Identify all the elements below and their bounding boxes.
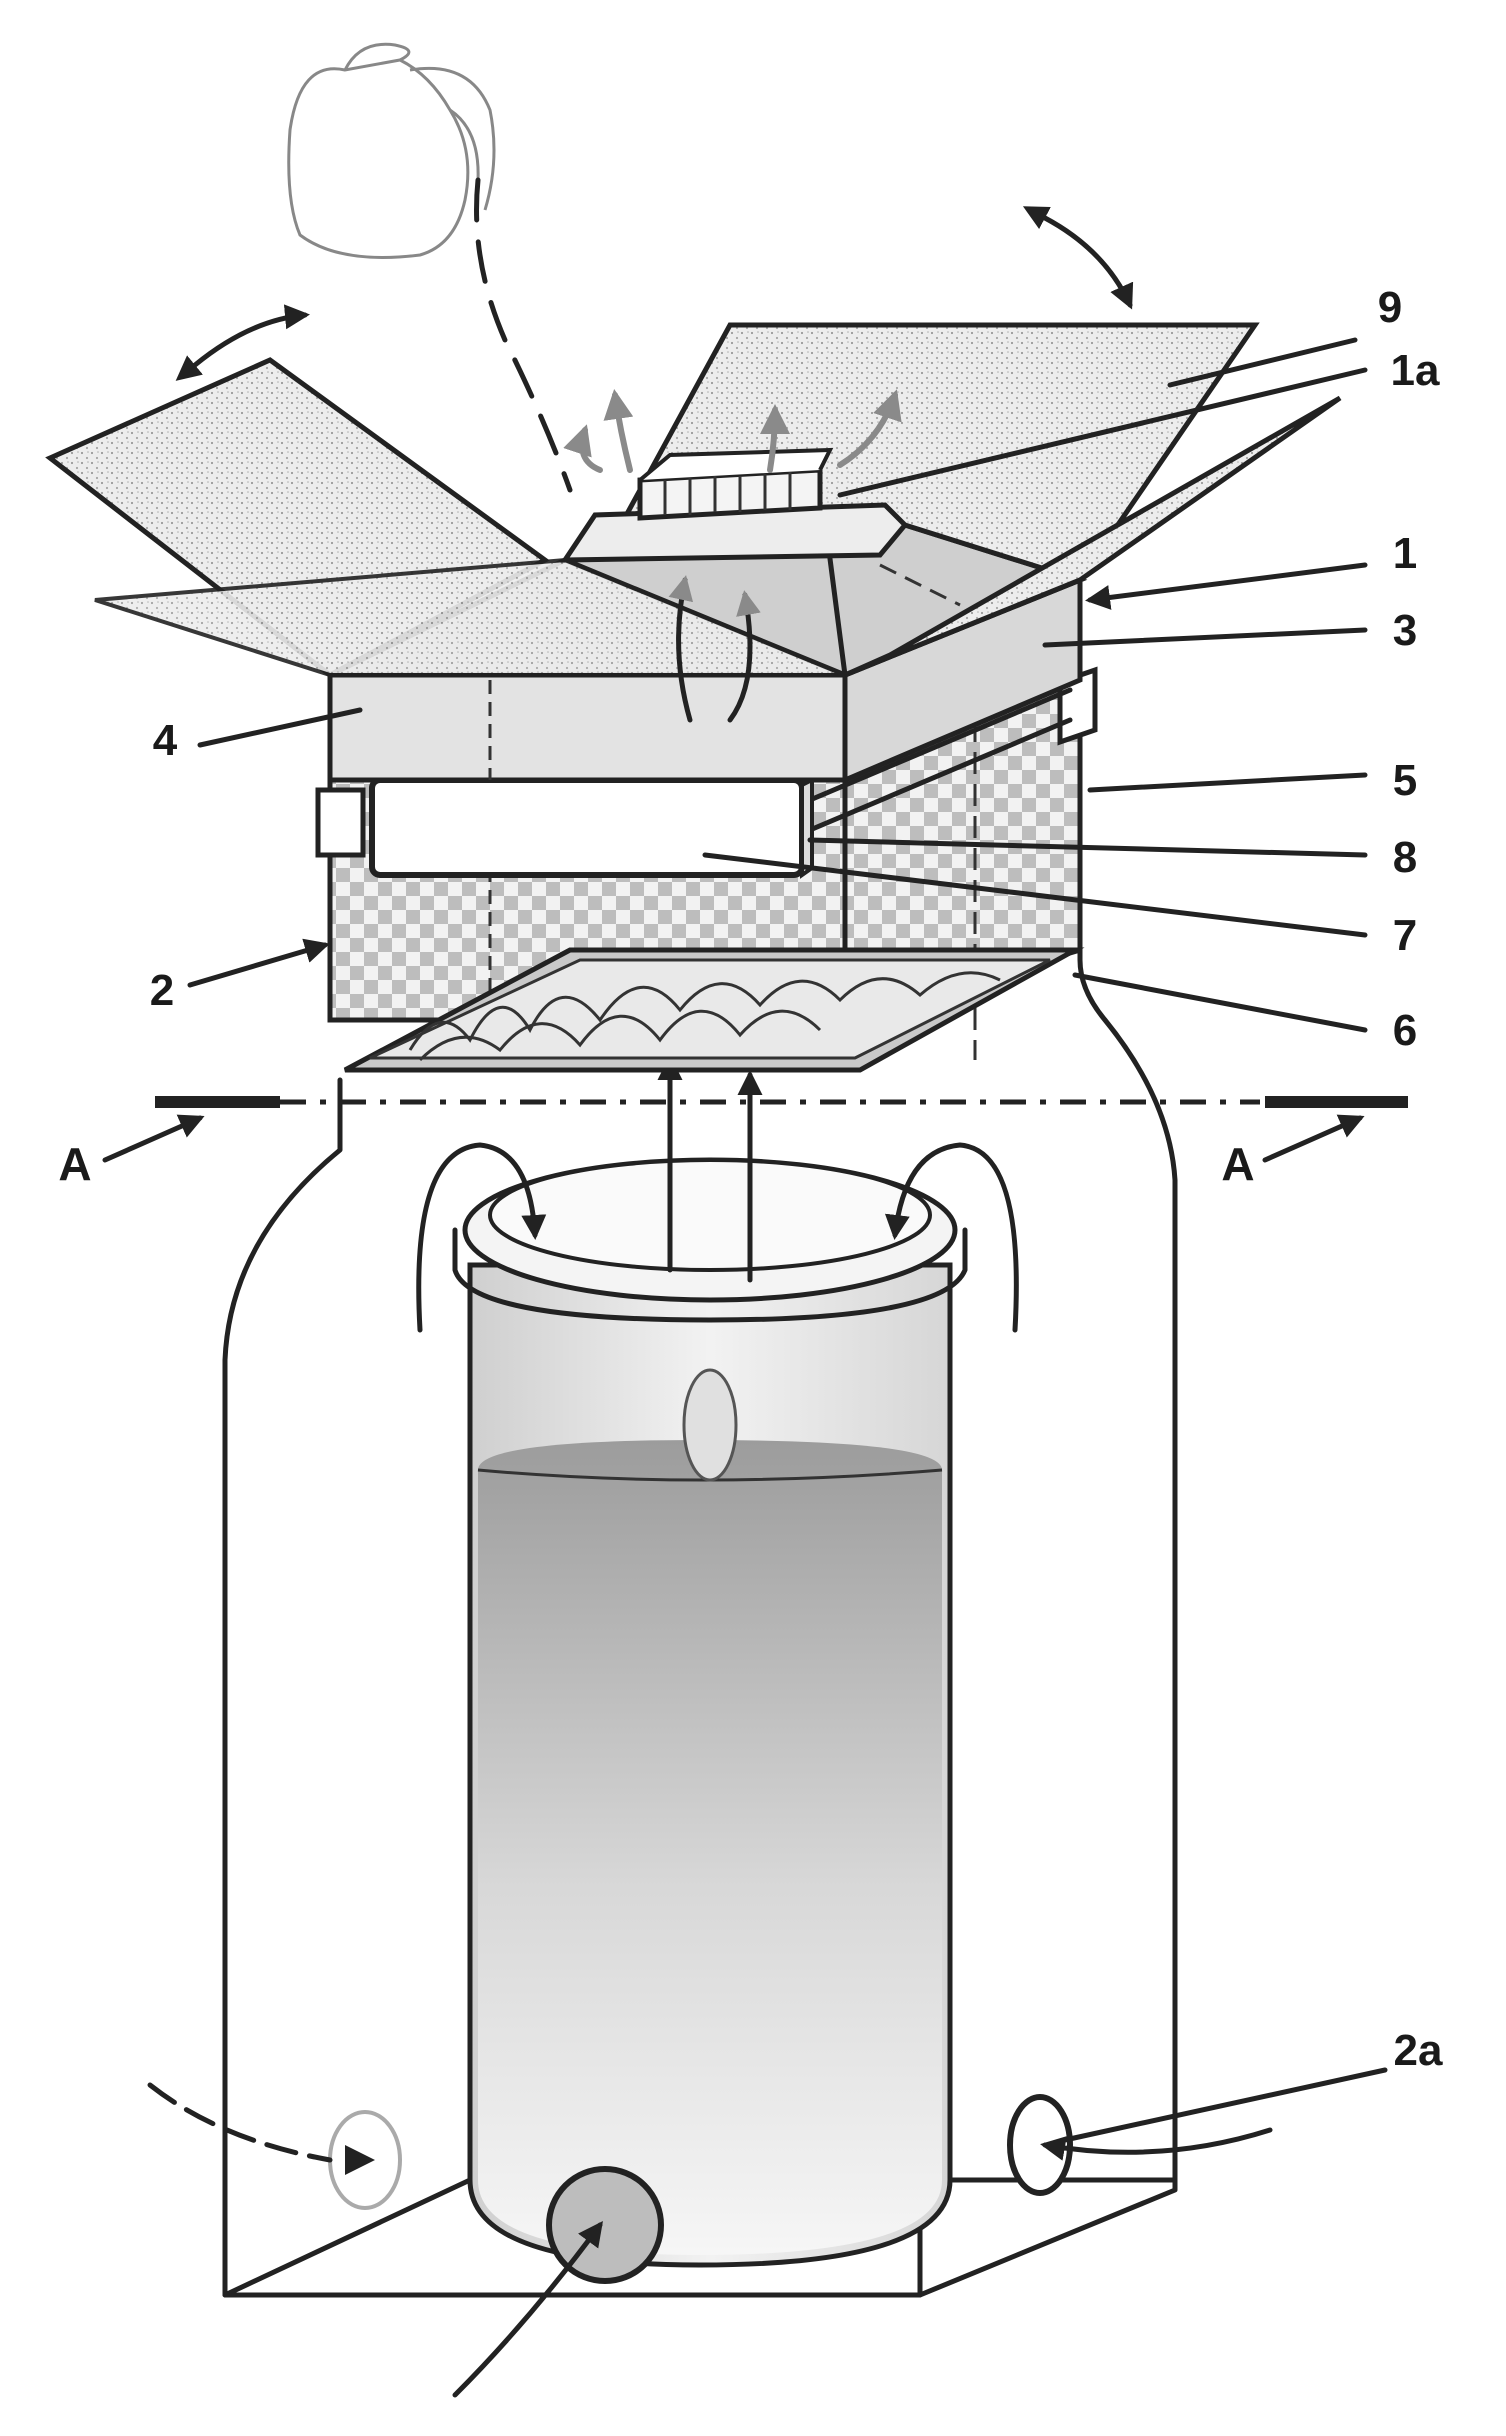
bottom-inlet-hole (546, 2166, 664, 2284)
label-9: 9 (1378, 283, 1402, 332)
rail (807, 687, 1073, 803)
cartridge (369, 776, 814, 879)
label-5: 5 (1393, 756, 1417, 805)
rotate-arrow-right (1022, 206, 1134, 310)
top-outlet (560, 447, 909, 563)
label-7: 7 (1393, 911, 1417, 960)
label-a-right: A (1221, 1138, 1254, 1190)
upper-box (327, 576, 1083, 784)
rail-bracket-left (315, 787, 366, 858)
label-2: 2 (150, 966, 174, 1015)
leader-lines (187, 337, 1388, 2143)
heating-grid (343, 947, 1085, 1073)
rotate-arrow-left (175, 304, 310, 381)
label-3: 3 (1393, 606, 1417, 655)
float-indicator (682, 1368, 738, 1482)
vapor-arrows (563, 389, 902, 723)
label-2a: 2a (1394, 2026, 1443, 2075)
label-8: 8 (1393, 833, 1417, 882)
airflow-arrows (147, 1055, 1273, 2398)
label-4: 4 (153, 716, 178, 765)
label-1a: 1a (1391, 346, 1440, 395)
side-inlet-hole-2a (1007, 2094, 1073, 2196)
label-1: 1 (1393, 529, 1417, 578)
pitcher (287, 42, 573, 493)
section-line-a-a (102, 1096, 1408, 1163)
flap-right (843, 395, 1342, 678)
water-container (452, 1157, 968, 2284)
arrow-head-left-hole (345, 2145, 375, 2175)
label-a-left: A (58, 1138, 91, 1190)
label-6: 6 (1393, 1006, 1417, 1055)
